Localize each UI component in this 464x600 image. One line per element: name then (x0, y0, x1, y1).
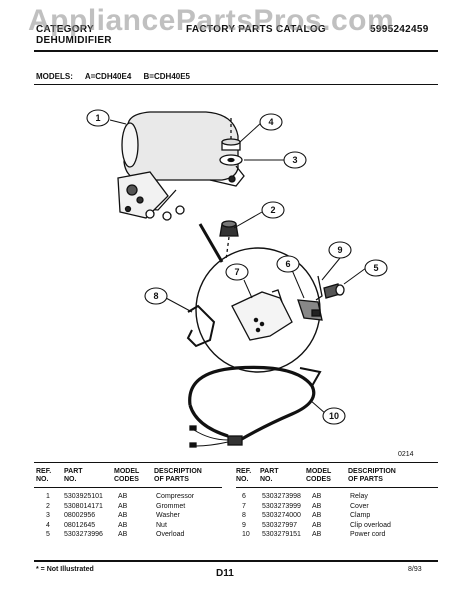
header-underline-left (34, 487, 222, 488)
table-cell-model: AB (118, 531, 128, 538)
callout-7: 7 (234, 267, 239, 277)
table-cell-model: AB (312, 531, 322, 538)
nut-drawing (221, 138, 241, 151)
table-cell-desc: Washer (156, 512, 180, 519)
table-cell-model: AB (312, 521, 322, 529)
header-desc-right: DESCRIPTION OF PARTS (348, 468, 396, 483)
header-model-right: MODEL CODES (306, 468, 332, 483)
table-cell-part: 5303274000 (262, 512, 301, 519)
overload-drawing (323, 283, 345, 299)
model-a: A=CDH40E4 (84, 72, 132, 81)
clip-overload-drawing (315, 275, 323, 301)
table-cell-desc: Clip overload (350, 521, 391, 529)
header-model-left: MODEL CODES (114, 468, 140, 483)
cover-drawing (231, 289, 293, 341)
table-top-rule (34, 462, 438, 463)
table-cell-model: AB (118, 502, 128, 510)
grommet-drawing (219, 220, 239, 237)
table-cell-desc: Power cord (350, 531, 386, 538)
detail-leader (198, 223, 224, 263)
washer-drawing (219, 154, 243, 166)
catalog-title: FACTORY PARTS CATALOG (186, 24, 327, 35)
callout-8: 8 (153, 291, 158, 301)
table-cell-ref: 2 (46, 502, 50, 510)
table-cell-ref: 4 (46, 521, 50, 529)
category-label: CATEGORY (36, 24, 94, 35)
table-cell-desc: Relay (350, 493, 368, 500)
table-cell-desc: Compressor (156, 493, 195, 500)
callout-3: 3 (292, 155, 297, 165)
table-cell-desc: Overload (156, 531, 185, 538)
table-cell-desc: Clamp (350, 512, 371, 519)
table-cell-part: 5303273999 (262, 502, 301, 510)
footer-rule (34, 560, 438, 562)
header-part-left: PART NO. (64, 468, 83, 483)
table-cell-ref: 10 (242, 531, 250, 538)
table-cell-part: 08012645 (64, 521, 96, 529)
models-rule (34, 84, 438, 85)
table-cell-part: 5303279151 (262, 531, 301, 538)
table-cell-part: 5303273996 (64, 531, 103, 538)
models-label: MODELS: (36, 72, 73, 81)
table-cell-ref: 6 (242, 493, 246, 500)
header-ref-right: REF. NO. (236, 468, 252, 483)
table-cell-model: AB (312, 512, 322, 519)
callout-5: 5 (373, 263, 378, 273)
category-value: DEHUMIDIFIER (36, 35, 112, 46)
table-cell-ref: 8 (242, 512, 246, 519)
table-cell-model: AB (118, 521, 128, 529)
power-cord-drawing (188, 365, 322, 448)
callout-4: 4 (268, 117, 273, 127)
callout-1: 1 (95, 113, 100, 123)
watermark: AppliancePartsPros.com (28, 4, 395, 37)
table-cell-part: 08002956 (64, 512, 96, 519)
header-underline-right (236, 487, 438, 488)
compressor-drawing (117, 111, 245, 221)
table-cell-ref: 1 (46, 493, 50, 500)
diagram-code: 0214 (398, 451, 414, 458)
model-b: B=CDH40E5 (143, 72, 190, 81)
header-part-right: PART NO. (260, 468, 279, 483)
revision-date: 8/93 (408, 566, 422, 573)
relay-drawing (297, 299, 323, 321)
table-cell-model: AB (312, 493, 322, 500)
table-cell-model: AB (118, 493, 128, 500)
header-rule (34, 50, 438, 52)
table-cell-ref: 7 (242, 502, 246, 510)
callout-9: 9 (337, 245, 342, 255)
header-ref-left: REF. NO. (36, 468, 52, 483)
table-cell-desc: Grommet (156, 502, 186, 510)
table-cell-ref: 9 (242, 521, 246, 529)
table-cell-model: AB (312, 502, 322, 510)
header-desc-left: DESCRIPTION OF PARTS (154, 468, 202, 483)
table-cell-desc: Cover (350, 502, 369, 510)
table-cell-model: AB (118, 512, 128, 519)
table-cell-part: 5303925101 (64, 493, 103, 500)
page-number: D11 (216, 568, 234, 579)
publication-number: 5995242459 (370, 24, 429, 35)
table-cell-part: 5303273998 (262, 493, 301, 500)
table-cell-ref: 3 (46, 512, 50, 519)
parts-diagram: 1 2 3 4 5 6 7 8 9 10 (86, 109, 388, 448)
clamp-drawing (186, 304, 216, 348)
table-cell-desc: Nut (156, 521, 167, 529)
callout-2: 2 (270, 205, 275, 215)
callout-10: 10 (329, 411, 339, 421)
callout-6: 6 (285, 259, 290, 269)
footnote: * = Not Illustrated (36, 566, 94, 573)
table-cell-part: 530327997 (262, 521, 298, 529)
table-cell-ref: 5 (46, 531, 50, 538)
table-cell-part: 5308014171 (64, 502, 103, 510)
models-line: MODELS: A=CDH40E4 B=CDH40E5 (36, 72, 200, 81)
